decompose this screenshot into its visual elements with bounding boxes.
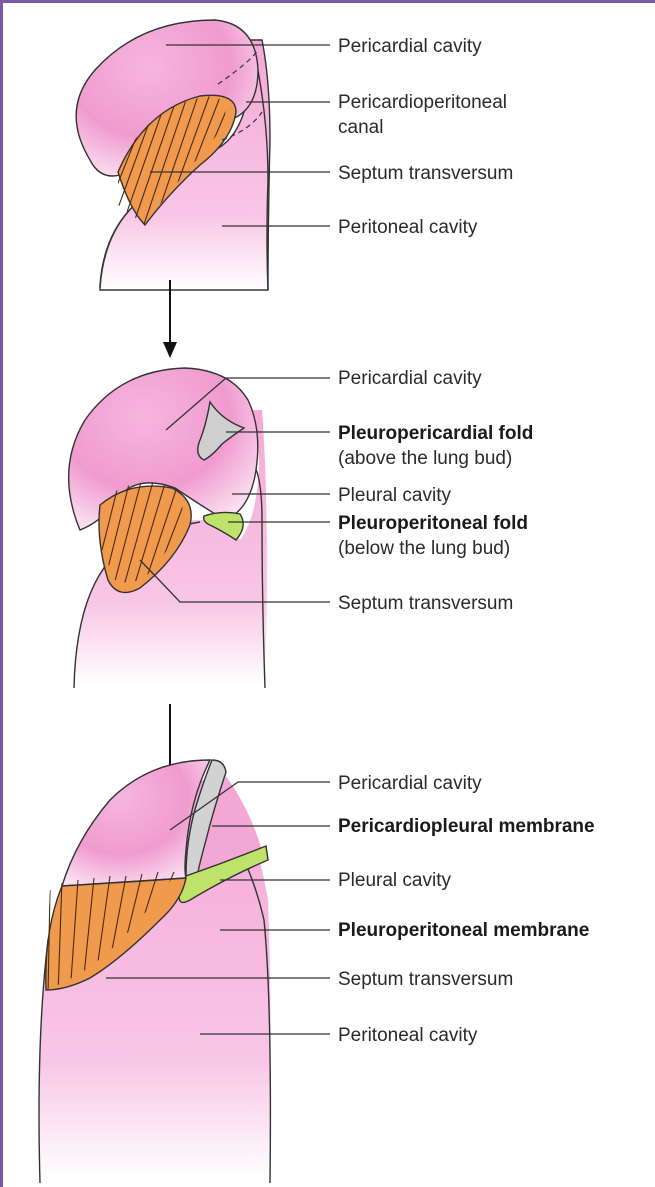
stage3-label-pleural-cavity: Pleural cavity (338, 870, 451, 891)
stage3-label-pericardial-cavity: Pericardial cavity (338, 773, 482, 794)
stage1-label-canal-line1: Pericardioperitoneal (338, 92, 507, 113)
stage1-label-peritoneal-cavity: Peritoneal cavity (338, 217, 478, 238)
stage1-drawing (76, 20, 270, 290)
stage3-label-pleuroperitoneal-membrane: Pleuroperitoneal membrane (338, 920, 589, 941)
stage1-label-canal-line2: canal (338, 117, 383, 138)
stage1-label-septum-transversum: Septum transversum (338, 163, 513, 184)
stage3-label-pericardiopleural-membrane: Pericardiopleural membrane (338, 816, 595, 837)
stage2-label-pleural-cavity: Pleural cavity (338, 485, 451, 506)
stage2-label-septum-transversum: Septum transversum (338, 593, 513, 614)
stage2-label-pleuroperitoneal-note: (below the lung bud) (338, 538, 510, 559)
arrow-down-icon (163, 280, 177, 358)
stage2-label-pleuroperitoneal-fold: Pleuroperitoneal fold (338, 513, 528, 534)
stage2-label-pleuropericardial-note: (above the lung bud) (338, 448, 512, 469)
stage1-label-pericardial-cavity: Pericardial cavity (338, 36, 482, 57)
stage2-label-pleuropericardial-fold: Pleuropericardial fold (338, 423, 533, 444)
stage2-drawing (69, 368, 267, 688)
stage3-drawing (39, 760, 271, 1183)
stage3-label-septum-transversum: Septum transversum (338, 969, 513, 990)
stage3-label-peritoneal-cavity: Peritoneal cavity (338, 1025, 478, 1046)
stage2-label-pericardial-cavity: Pericardial cavity (338, 368, 482, 389)
